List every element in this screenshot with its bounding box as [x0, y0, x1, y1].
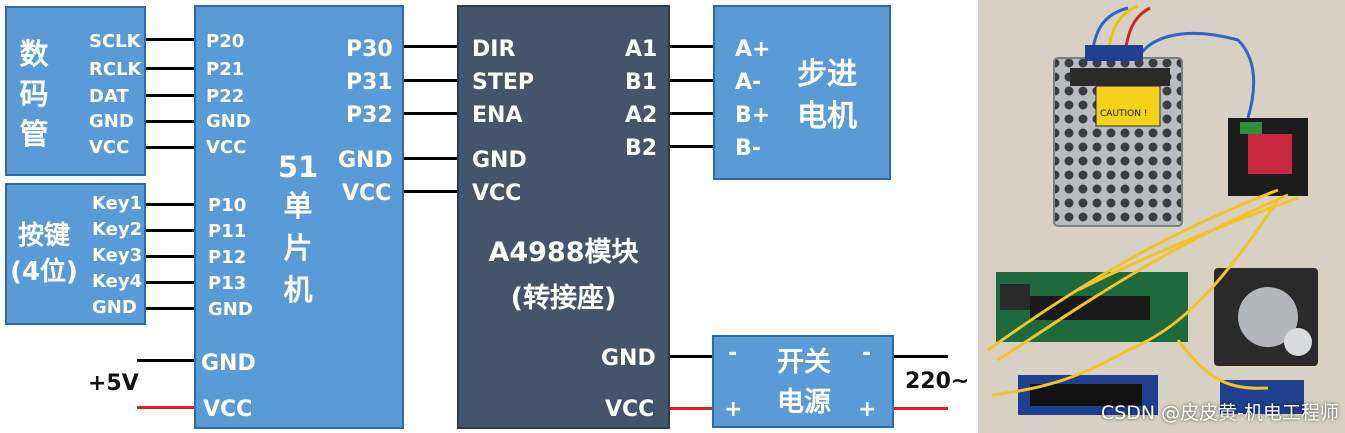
a4988-driver: DIR STEP ENA GND VCC A1 B1 A2 B2 A4988模块…: [457, 5, 670, 429]
wire-sclk-p20: [146, 38, 194, 41]
wire-driver-vcc-psu: [669, 407, 714, 410]
wire-psu-ac-top: [893, 355, 948, 358]
key-module-title: 按键: [17, 221, 70, 251]
motor-pin-bminus: B-: [735, 136, 761, 161]
driver-pin-step: STEP: [472, 70, 535, 95]
hardware-photo: CAUTION ! CSDN @皮皮黄-机电工程师: [978, 0, 1345, 433]
driver-title: A4988模块: [488, 237, 639, 268]
csdn-watermark: CSDN @皮皮黄-机电工程师: [1100, 402, 1339, 424]
mcu-pin-power-vcc: VCC: [203, 397, 253, 422]
psu-caution-label: CAUTION !: [1100, 109, 1147, 119]
display-pin-dat: DAT: [89, 86, 129, 107]
key-pin-4: Key4: [92, 271, 143, 292]
driver-pin-vcc: VCC: [472, 181, 522, 206]
display-pin-rclk: RCLK: [89, 59, 142, 80]
mcu-pin-p11: P11: [208, 221, 247, 242]
psu-right-minus: -: [862, 341, 872, 366]
driver-subtitle: (转接座): [510, 283, 617, 314]
wire-key2-p11: [146, 229, 194, 232]
wire-a1-aplus: [669, 45, 714, 48]
mcu-pin-p10: P10: [208, 195, 247, 216]
wire-gnd-gnd-driver: [403, 157, 458, 160]
display-module: 数码管 SCLK RCLK DAT GND VCC: [5, 6, 146, 176]
display-pin-vcc: VCC: [89, 137, 130, 158]
driver-pin-gnd: GND: [472, 148, 527, 173]
key-pin-2: Key2: [92, 219, 143, 240]
driver-pin-a1: A1: [625, 37, 658, 62]
key-pin-3: Key3: [92, 245, 143, 266]
mcu-pin-p12: P12: [208, 247, 247, 268]
wire-vcc-vcc-driver: [403, 190, 458, 193]
wire-rclk-p21: [146, 67, 194, 70]
key-pin-gnd: GND: [92, 297, 137, 318]
display-pin-sclk: SCLK: [89, 31, 141, 52]
mcu-title-51: 51: [277, 150, 319, 184]
key-module: 按键 (4位) Key1 Key2 Key3 Key4 GND: [5, 183, 146, 325]
driver-power-gnd: GND: [601, 346, 656, 371]
wire-p31-step: [403, 79, 458, 82]
mcu-pin-vcc-1: VCC: [206, 137, 247, 158]
psu-right-plus: +: [858, 397, 877, 422]
mcu-title-char-1: 单: [283, 189, 313, 223]
key-module-subtitle: (4位): [10, 257, 78, 287]
wire-key1-p10: [146, 203, 194, 206]
wire-vcc-vcc: [146, 146, 194, 149]
wire-a2-bplus: [669, 112, 714, 115]
mcu-pin-vcc-right: VCC: [342, 181, 392, 206]
driver-pin-b1: B1: [625, 70, 658, 95]
mcu-pin-p13: P13: [208, 273, 247, 294]
mcu-title-char-2: 片: [283, 231, 313, 265]
wire-driver-gnd-psu: [669, 355, 714, 358]
driver-power-vcc: VCC: [605, 397, 655, 422]
label-220v-ac: 220~: [905, 369, 970, 394]
wire-b2-bminus: [669, 145, 714, 148]
driver-pin-ena: ENA: [472, 103, 523, 128]
mcu-pin-p31: P31: [346, 70, 393, 95]
mcu-pin-p21: P21: [206, 59, 245, 80]
mcu-pin-gnd-1: GND: [206, 111, 251, 132]
driver-pin-b2: B2: [625, 136, 658, 161]
wire-keygnd-gnd: [146, 307, 194, 310]
mcu-pin-gnd-right: GND: [338, 148, 393, 173]
hardware-photo-illustration: CAUTION !: [978, 0, 1345, 433]
mcu-pin-p32: P32: [346, 103, 393, 128]
mcu-pin-gnd-2: GND: [208, 299, 253, 320]
mcu-51: P20 P21 P22 GND VCC P10 P11 P12 P13 GND …: [194, 5, 404, 429]
mcu-pin-p20: P20: [206, 31, 245, 52]
display-pin-gnd: GND: [89, 111, 134, 132]
mcu-pin-power-gnd: GND: [201, 351, 256, 376]
driver-pin-dir: DIR: [472, 37, 516, 62]
wire-p32-ena: [403, 112, 458, 115]
display-module-title: 数码管: [19, 37, 49, 151]
psu-title-line2: 电源: [777, 387, 831, 418]
wire-p30-dir: [403, 45, 458, 48]
mcu-title-char-3: 机: [283, 273, 313, 307]
wire-b1-aminus: [669, 79, 714, 82]
motor-pin-bplus: B+: [735, 103, 771, 128]
mcu-pin-p22: P22: [206, 86, 245, 107]
wire-5v-gnd: [137, 359, 194, 362]
psu-title-line1: 开关: [777, 347, 831, 378]
psu-left-plus: +: [724, 397, 743, 422]
wire-5v-vcc: [137, 406, 194, 409]
wire-key4-p13: [146, 281, 194, 284]
stepper-motor: A+ A- B+ B- 步进 电机: [713, 5, 891, 180]
wire-dat-p22: [146, 94, 194, 97]
label-plus-5v: +5V: [88, 371, 139, 396]
mcu-pin-p30: P30: [346, 37, 393, 62]
motor-pin-aplus: A+: [735, 37, 771, 62]
wire-key3-p12: [146, 255, 194, 258]
motor-title-line1: 步进: [797, 57, 857, 92]
switching-psu: - - + + 开关 电源: [712, 335, 894, 428]
driver-pin-a2: A2: [625, 103, 658, 128]
motor-pin-aminus: A-: [735, 70, 762, 95]
wire-psu-ac-bottom: [893, 407, 948, 410]
key-pin-1: Key1: [92, 193, 143, 214]
motor-title-line2: 电机: [797, 99, 857, 134]
psu-left-minus: -: [728, 341, 738, 366]
wire-gnd-gnd: [146, 120, 194, 123]
